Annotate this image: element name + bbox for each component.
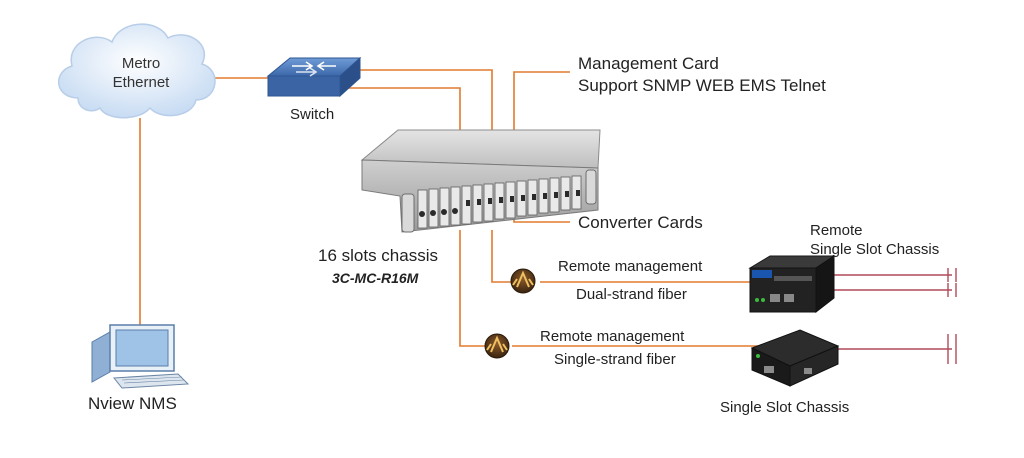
dual-link-bottom-label: Dual-strand fiber bbox=[576, 286, 687, 303]
management-card-title: Management Card bbox=[578, 54, 719, 73]
computer-icon bbox=[91, 324, 190, 389]
nms-label: Nview NMS bbox=[88, 394, 177, 413]
fiber-link-icon bbox=[484, 333, 510, 359]
cloud-label-line2: Ethernet bbox=[112, 74, 170, 91]
single-fiber-line bbox=[459, 230, 494, 347]
media-converter-icon bbox=[750, 329, 840, 387]
rack-chassis-icon bbox=[360, 129, 601, 233]
ethernet-lines bbox=[139, 69, 760, 347]
chassis-model: 3C-MC-R16M bbox=[332, 270, 419, 286]
cloud-label: Metro Ethernet bbox=[96, 54, 186, 92]
single-link-top-label: Remote management bbox=[540, 328, 685, 345]
media-converter-icon bbox=[748, 255, 836, 314]
single-link-bottom-label: Single-strand fiber bbox=[554, 351, 676, 368]
management-card-subtitle: Support SNMP WEB EMS Telnet bbox=[578, 76, 826, 95]
fiber-lines bbox=[832, 268, 957, 364]
remote-bottom-label: Single Slot Chassis bbox=[720, 399, 850, 416]
switch-label: Switch bbox=[290, 106, 335, 123]
switch-icon bbox=[266, 56, 362, 98]
cloud-icon bbox=[57, 23, 216, 119]
dual-link-top-label: Remote management bbox=[558, 258, 703, 275]
remote-top-label-line2: Single Slot Chassis bbox=[810, 241, 940, 258]
chassis-label: 16 slots chassis bbox=[318, 246, 438, 265]
fiber-link-icon bbox=[510, 268, 536, 294]
cloud-label-line1: Metro bbox=[121, 55, 161, 72]
converter-cards-label: Converter Cards bbox=[578, 213, 703, 232]
remote-top-label-line1: Remote bbox=[810, 222, 863, 239]
